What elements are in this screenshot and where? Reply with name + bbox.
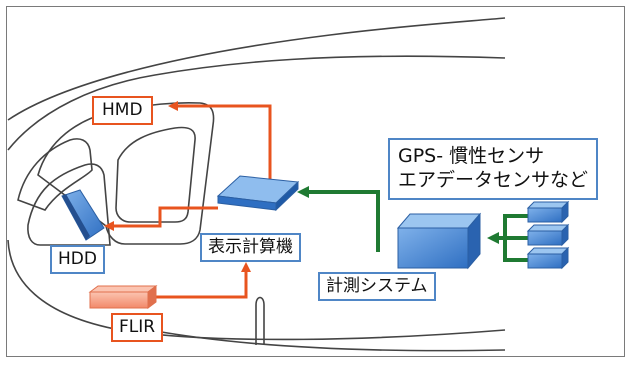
display-computer-box xyxy=(216,175,300,212)
link-to-hmd xyxy=(168,101,272,180)
sensor-label-line1: GPS- 慣性センサ xyxy=(398,145,545,167)
flir-sensor-box xyxy=(88,285,158,309)
sensor-label-line2: エアデータセンサなど xyxy=(398,168,589,191)
hdd-label: HDD xyxy=(50,245,105,274)
measurement-system-block xyxy=(396,212,482,270)
sensor-cube-1 xyxy=(526,200,570,224)
sensor-cube-2 xyxy=(526,223,570,247)
display-links xyxy=(104,101,272,299)
link-measurement-to-computer xyxy=(297,186,380,252)
sensor-group-label: GPS- 慣性センサ エアデータセンサなど xyxy=(388,138,599,200)
hdd-panel xyxy=(61,189,105,241)
aircraft-outline xyxy=(7,17,506,352)
sensor-cube-3 xyxy=(526,246,570,270)
measurement-system-label: 計測システム xyxy=(318,272,436,301)
link-flir-to-computer xyxy=(156,262,251,299)
sensor-cubes xyxy=(526,200,570,270)
flir-label: FLIR xyxy=(111,313,164,342)
hmd-label: HMD xyxy=(92,96,153,125)
sensor-links xyxy=(297,186,528,262)
link-to-hdd xyxy=(104,206,218,231)
display-computer-label: 表示計算機 xyxy=(200,233,301,262)
